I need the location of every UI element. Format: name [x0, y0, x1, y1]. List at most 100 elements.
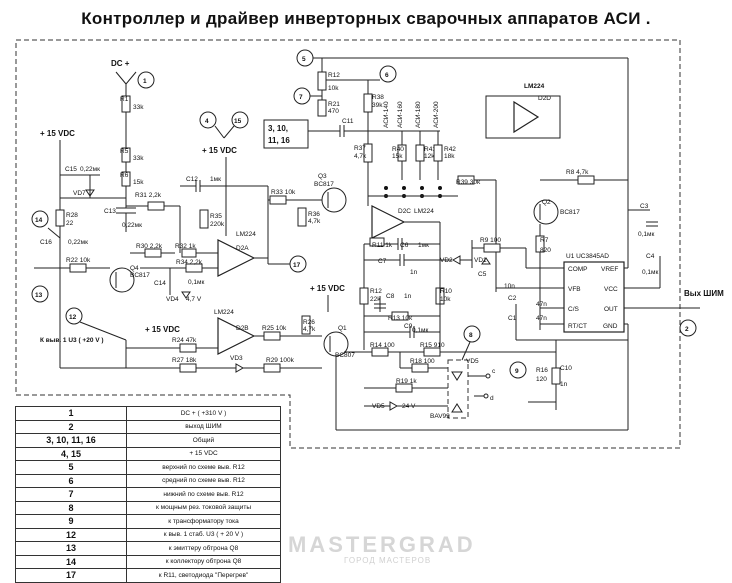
- c3-value: 0,1мк: [638, 231, 655, 238]
- r5-value: 33k: [133, 155, 144, 162]
- r9-resistor: [483, 243, 501, 253]
- vd5a-diode: [451, 371, 463, 381]
- r37-label: R37: [354, 145, 366, 152]
- c1-value: 47n: [536, 315, 547, 322]
- legend-pin-number: 14: [15, 554, 127, 569]
- r36-label: R36: [308, 211, 320, 218]
- r40-value: 15k: [392, 153, 403, 160]
- r14-label: R14 100: [370, 342, 395, 349]
- r25-resistor: [263, 331, 281, 341]
- r36-value: 4,7k: [308, 218, 321, 225]
- r18-resistor: [411, 363, 429, 373]
- pin-vref: VREF: [601, 266, 618, 273]
- c14-label: C14: [154, 280, 166, 287]
- c13-value: 0,22мк: [122, 222, 142, 229]
- r26-value: 4,7k: [303, 326, 316, 333]
- r12-pot: [317, 71, 327, 91]
- r21-resistor: [317, 99, 327, 117]
- q3-label: Q3: [318, 173, 327, 180]
- legend-pin-description: нижний по схеме выв. R12: [126, 487, 281, 502]
- c15-value: 0,22мк: [80, 166, 100, 173]
- r28-label: R28: [66, 212, 78, 219]
- vd5b-diode-bav: [451, 403, 463, 413]
- c13-label: C13: [104, 208, 116, 215]
- d2d-label: D2D: [538, 95, 551, 102]
- r9-label: R9 100: [480, 237, 501, 244]
- marker-8-num: 8: [469, 332, 473, 339]
- r22-resistor: [69, 263, 87, 273]
- terminal-d: [483, 393, 489, 399]
- k-vyv-label: К выв. 1 U3 ( +20 V ): [40, 337, 104, 344]
- c7-value: 1n: [410, 269, 418, 276]
- r38-value: 39k: [372, 102, 383, 109]
- r42-label: R42: [444, 146, 456, 153]
- r37-value: 4,7k: [354, 153, 367, 160]
- legend-pin-number: 17: [15, 568, 127, 583]
- r35-resistor: [199, 209, 209, 229]
- r42-value: 18k: [444, 153, 455, 160]
- r21-label: R21: [328, 101, 340, 108]
- c-label: c: [492, 368, 496, 375]
- r15-label: R15 910: [420, 342, 445, 349]
- legend-pin-description: к мощным рез. токовой защиты: [126, 500, 281, 515]
- q2-type: BC817: [560, 209, 580, 216]
- c11-label: C11: [342, 118, 354, 125]
- c12-value: 1мк: [210, 176, 221, 183]
- d-label: d: [490, 395, 494, 402]
- vd5a-label: VD5: [466, 358, 479, 365]
- pin-vcc: VCC: [604, 286, 618, 293]
- legend-pin-description: к коллектору обтрона Q8: [126, 554, 281, 569]
- legend-pin-number: 4, 15: [15, 446, 127, 461]
- marker-2-num: 2: [685, 326, 689, 333]
- q4-label: Q4: [130, 265, 139, 272]
- marker-7-num: 7: [299, 94, 303, 101]
- r22-label: R22 10k: [66, 257, 91, 264]
- marker-2: [679, 319, 697, 337]
- vdc15-top-label: + 15 VDC: [202, 146, 237, 155]
- legend-pin-number: 6: [15, 473, 127, 488]
- r5-label: R5: [120, 148, 129, 155]
- marker-8: [463, 325, 481, 343]
- uc3845-chip: [563, 261, 625, 333]
- c14-value: 0,1мк: [188, 279, 205, 286]
- opamp-d2c: [371, 205, 406, 239]
- marker-5-num: 5: [302, 56, 306, 63]
- d2c-chip: LM224: [414, 208, 434, 215]
- r41-resistor: [415, 144, 425, 162]
- marker-1: [137, 71, 155, 89]
- r1-label: R1: [120, 96, 129, 103]
- bav99-label: BAV99: [430, 413, 450, 420]
- c9-value: 0,1мк: [412, 327, 429, 334]
- d2a-chip: LM224: [236, 231, 256, 238]
- legend-pin-description: к трансформатору тока: [126, 514, 281, 529]
- u1-label: U1 UC3845AD: [566, 253, 609, 260]
- legend-pin-description: к выв. 1 стаб. U3 ( + 20 V ): [126, 527, 281, 542]
- d2b-label: D2B: [236, 325, 249, 332]
- marker-14-num: 14: [35, 217, 43, 224]
- vd4-label: VD4: [166, 296, 179, 303]
- r14-resistor: [371, 347, 389, 357]
- c5-value: 10n: [504, 283, 515, 290]
- vdc15-bot-label: + 15 VDC: [310, 284, 345, 293]
- vd3-label: VD3: [230, 355, 243, 362]
- marker-4: [199, 111, 217, 129]
- legend-pin-description: + 15 VDC: [126, 446, 281, 461]
- r38-resistor: [363, 93, 373, 113]
- q3-type: BC817: [314, 181, 334, 188]
- c5-label: C5: [478, 271, 487, 278]
- r31-label: R31 2,2k: [135, 192, 162, 199]
- r35-label: R35: [210, 213, 222, 220]
- r12a-value: 10k: [328, 85, 339, 92]
- pin-gnd: GND: [603, 323, 618, 330]
- r34-label: R34 2,2k: [176, 259, 203, 266]
- r12b-label: R12: [370, 288, 382, 295]
- r33-resistor: [269, 195, 287, 205]
- r16-value: 120: [536, 376, 547, 383]
- r42-resistor: [433, 144, 443, 162]
- c12-label: C12: [186, 176, 198, 183]
- watermark: MASTERGRAD: [288, 532, 476, 557]
